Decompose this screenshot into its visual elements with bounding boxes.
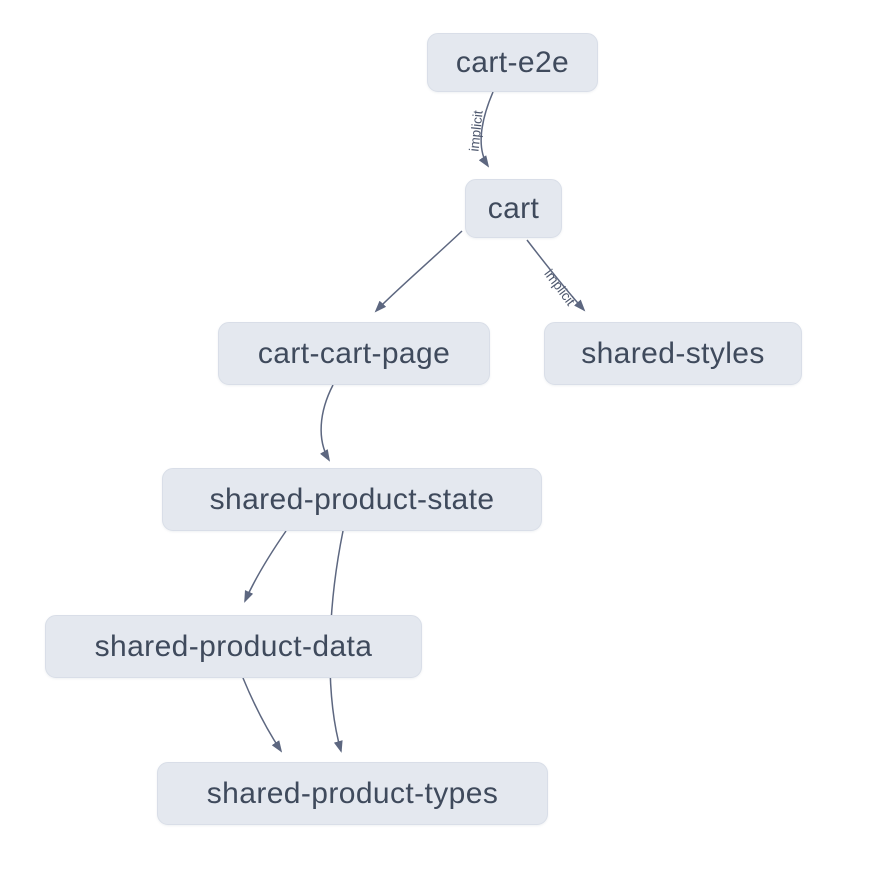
- edge-label-implicit-shared-styles: implicit: [541, 266, 578, 308]
- node-shared-product-data[interactable]: shared-product-data: [45, 615, 422, 678]
- edge-cart-e2e-to-cart[interactable]: [478, 91, 494, 168]
- node-cart[interactable]: cart: [465, 179, 562, 238]
- edge-cart-to-shared-styles[interactable]: [526, 239, 586, 312]
- edge-shared-product-state-to-shared-product-data[interactable]: [244, 530, 287, 603]
- edge-label-implicit-cart-e2e: implicit: [466, 109, 485, 152]
- node-shared-styles[interactable]: shared-styles: [544, 322, 802, 385]
- node-cart-cart-page[interactable]: cart-cart-page: [218, 322, 490, 385]
- edge-cart-cart-page-to-shared-product-state[interactable]: [320, 384, 334, 462]
- edge-cart-to-cart-cart-page[interactable]: [374, 230, 463, 313]
- node-shared-product-state[interactable]: shared-product-state: [162, 468, 542, 531]
- node-shared-product-types[interactable]: shared-product-types: [157, 762, 548, 825]
- edge-shared-product-data-to-shared-product-types[interactable]: [242, 677, 283, 753]
- node-cart-e2e[interactable]: cart-e2e: [427, 33, 598, 92]
